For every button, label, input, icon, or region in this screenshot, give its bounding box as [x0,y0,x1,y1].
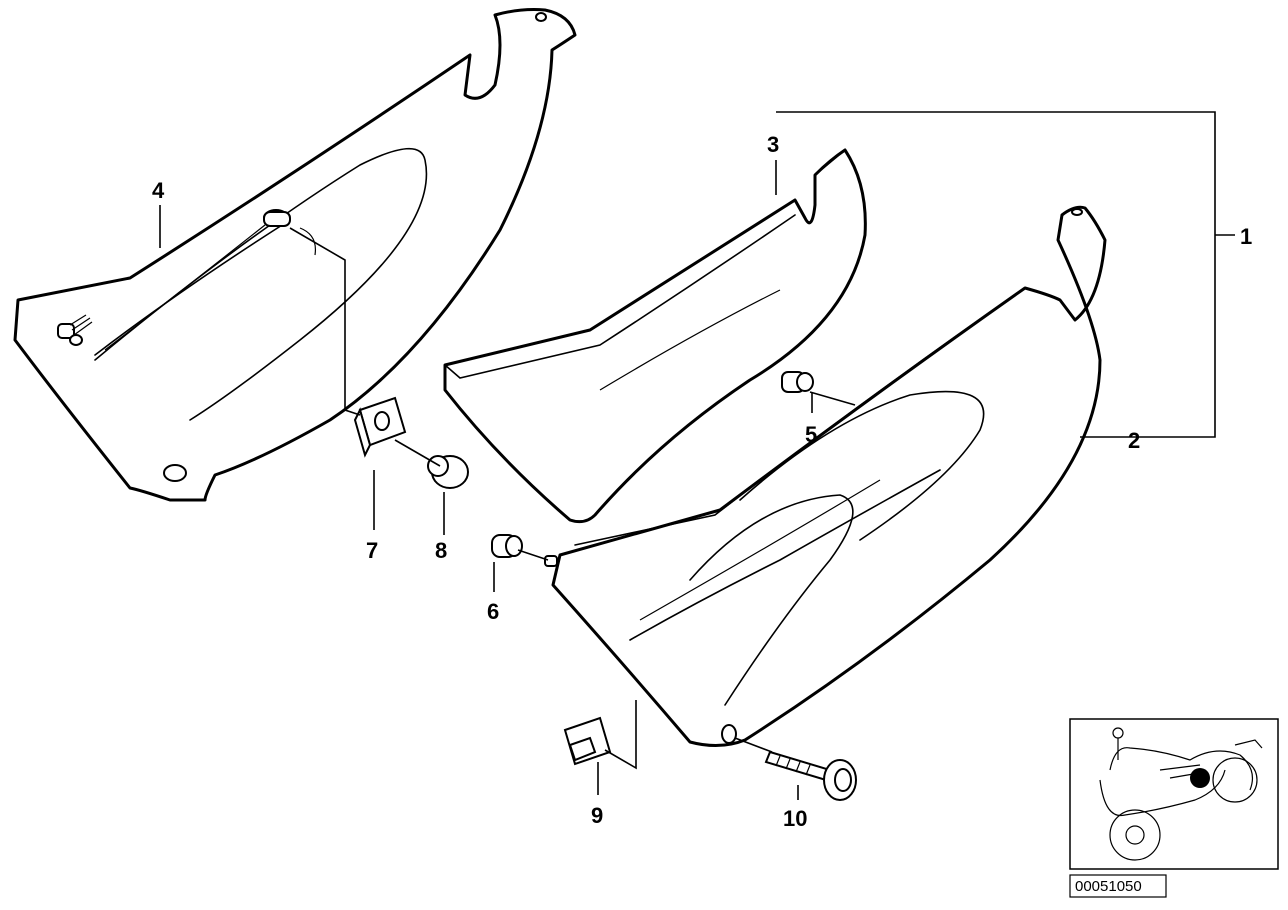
reference-number: 00051050 [1075,878,1142,895]
callout-6: 6 [487,599,499,624]
callout-9: 9 [591,803,603,828]
part-9-clip [563,716,612,766]
callouts: 1 2 3 4 5 6 7 8 9 10 [152,132,1252,831]
part-6-grommet [491,534,558,567]
leader-lines [159,111,1235,800]
callout-7: 7 [366,538,378,563]
part-8-cap [427,455,469,489]
part-5-grommet [781,371,814,393]
reference-box: 00051050 [1069,874,1167,898]
callout-2: 2 [1128,428,1140,453]
location-inset [1069,718,1279,870]
part-4-left-side-cover [13,8,577,502]
callout-5: 5 [805,422,817,447]
motorcycle-outline-icon [1099,727,1263,861]
location-marker [1190,768,1210,788]
callout-10: 10 [783,806,807,831]
callout-1: 1 [1240,224,1252,249]
callout-8: 8 [435,538,447,563]
part-10-screw [764,750,857,801]
part-3-trim [443,148,867,524]
callout-4: 4 [152,178,165,203]
part-2-right-side-cover [551,205,1107,747]
callout-3: 3 [767,132,779,157]
part-7-clip [353,396,407,458]
